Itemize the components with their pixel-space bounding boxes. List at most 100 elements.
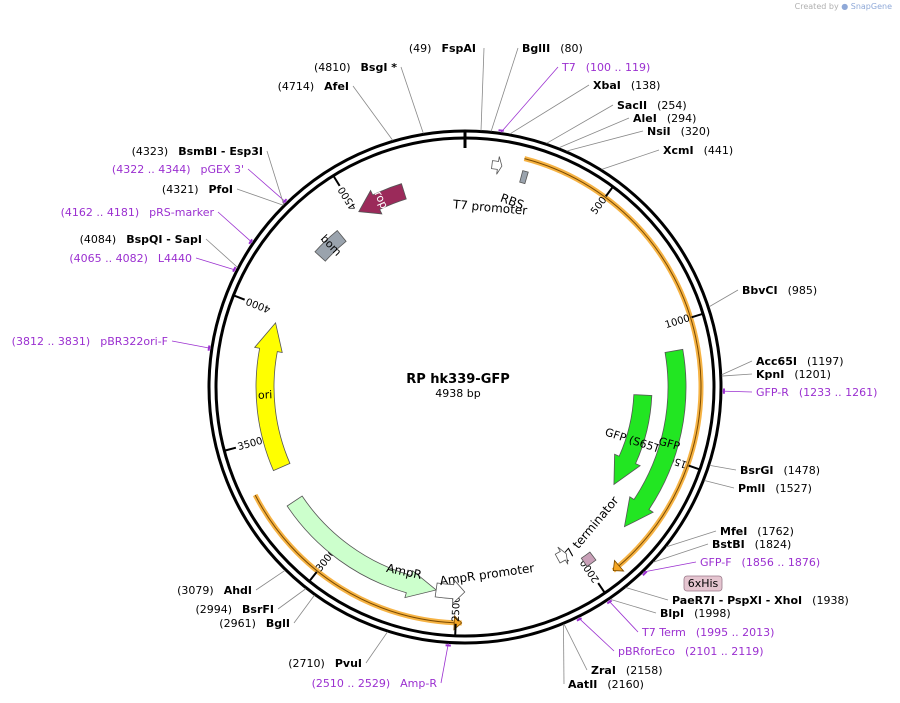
t7-primer-label-text: T7 (100 .. 119) xyxy=(561,61,650,74)
gfp-f-primer-label-text: GFP-F(1856 .. 1876) xyxy=(700,556,820,569)
pbrforeco-primer-mark xyxy=(576,617,583,622)
l4440-primer-leader xyxy=(195,257,237,271)
tick-label-3500: 3500 xyxy=(237,436,264,453)
xcmi-position: (441) xyxy=(704,144,734,157)
alei-site-label: AleI(294) xyxy=(633,112,696,125)
pgex3-primer-label-text: (4322 .. 4344)pGEX 3' xyxy=(112,163,244,176)
ahdi-position: (3079) xyxy=(177,584,214,597)
bsrfi-site-label: (2994) BsrFI xyxy=(195,603,274,616)
pbrforeco-primer-site-label: pBRforEco(2101 .. 2119) xyxy=(618,645,764,658)
aatii-leader xyxy=(563,624,565,685)
pmli-position: (1527) xyxy=(775,482,812,495)
tick-500 xyxy=(605,186,614,197)
bgli-label-text: (2961)BglI xyxy=(219,617,290,630)
site-labels: (49)FspAI BglII(80) T7 (100 .. 119) XbaI(138… xyxy=(12,42,878,691)
plasmid-length: 4938 bp xyxy=(435,387,480,400)
amp-r-primer-label-text: (2510 .. 2529)Amp-R xyxy=(312,677,438,690)
blpi-name: BlpI xyxy=(660,607,684,620)
blpi-site-label: BlpI (1998) xyxy=(660,607,731,620)
sacii-leader xyxy=(546,104,614,144)
ahdi-leader xyxy=(255,570,286,591)
ahdi-label-text: (3079)AhdI xyxy=(177,584,252,597)
bspqi-name: BspQI - SapI xyxy=(126,233,202,246)
bspqi-site-label: (4084) BspQI - SapI xyxy=(80,233,202,246)
gfp-f-primer-site-label: GFP-F(1856 .. 1876) xyxy=(700,556,820,569)
l4440-primer-label-text: (4065 .. 4082)L4440 xyxy=(69,252,192,265)
bglii-site-label: BglII(80) xyxy=(522,42,583,55)
bglii-label-text: BglII(80) xyxy=(522,42,583,55)
bsrfi-name: BsrFI xyxy=(242,603,274,616)
pfoi-site-label: (4321)PfoI xyxy=(162,183,233,196)
gfp-f-primer-mark xyxy=(642,570,648,576)
gfp-s65t-feature xyxy=(613,394,653,486)
amp-r-primer-leader xyxy=(440,643,449,684)
mfei-position: (1762) xyxy=(757,525,794,538)
fspai-label-text: (49)FspAI xyxy=(409,42,476,55)
bsmbi-label-text: (4323)BsmBI - Esp3I xyxy=(132,145,263,158)
bstbi-site-label: BstBI (1824) xyxy=(712,538,791,551)
bsrfi-position: (2994) xyxy=(195,603,232,616)
pvui-leader xyxy=(365,631,388,664)
orange-feature-arcs xyxy=(252,156,704,631)
paer7i-position: (1938) xyxy=(812,594,849,607)
bstbi-name: BstBI xyxy=(712,538,745,551)
afei-leader xyxy=(352,85,394,141)
prs-marker-primer-position: (4162 .. 4181) xyxy=(61,206,140,219)
t7-term-primer-name: T7 Term xyxy=(641,626,686,639)
t7-primer-name: T7 xyxy=(561,61,576,74)
pmli-site-label: PmlI(1527) xyxy=(738,482,812,495)
his-tag-box xyxy=(683,575,723,592)
tick-2000 xyxy=(597,582,606,593)
bsmbi-position: (4323) xyxy=(132,145,169,158)
blpi-position: (1998) xyxy=(694,607,731,620)
ampr-feature xyxy=(286,495,438,599)
pmli-label-text: PmlI(1527) xyxy=(738,482,812,495)
prs-marker-primer-label-text: (4162 .. 4181) pRS-marker xyxy=(61,206,215,219)
nsii-position: (320) xyxy=(681,125,711,138)
bsrfi-label-text: (2994) BsrFI xyxy=(195,603,274,616)
alei-leader xyxy=(558,117,630,149)
bbvci-leader xyxy=(708,289,739,308)
pvui-label-text: (2710)PvuI xyxy=(288,657,362,670)
gfp-f-primer-name: GFP-F xyxy=(700,556,732,569)
xcmi-name: XcmI xyxy=(663,144,694,157)
bgli-site-label: (2961)BglI xyxy=(219,617,290,630)
ampr-promoter-label: AmpR promoter xyxy=(439,561,535,588)
orange-arc-core-0 xyxy=(524,158,702,571)
paer7i-label-text: PaeR7I - PspXI - XhoI(1938) xyxy=(672,594,849,607)
amp-r-primer-name: Amp-R xyxy=(400,677,437,690)
acc65i-site-label: Acc65I (1197) xyxy=(756,355,844,368)
pvui-name: PvuI xyxy=(335,657,362,670)
plasmid-name: RP hk339-GFP xyxy=(406,372,510,387)
xbai-label-text: XbaI(138) xyxy=(593,79,660,92)
t7-primer-position: (100 .. 119) xyxy=(586,61,651,74)
t7-primer-mark xyxy=(498,129,504,132)
orange-arc-core-1 xyxy=(254,494,462,624)
afei-name: AfeI xyxy=(324,80,349,93)
bsrgi-label-text: BsrGI(1478) xyxy=(740,464,820,477)
bsmbi-site-label: (4323)BsmBI - Esp3I xyxy=(132,145,263,158)
l4440-primer-mark xyxy=(232,266,237,273)
orange-arc-head-0 xyxy=(612,559,625,572)
bgli-position: (2961) xyxy=(219,617,256,630)
bsgi-position: (4810) xyxy=(314,61,351,74)
sacii-label-text: SacII(254) xyxy=(617,99,687,112)
prs-marker-primer-name: pRS-marker xyxy=(149,206,214,219)
paer7i-site-label: PaeR7I - PspXI - XhoI(1938) xyxy=(672,594,849,607)
xbai-name: XbaI xyxy=(593,79,621,92)
xbai-leader xyxy=(509,84,590,135)
acc65i-position: (1197) xyxy=(807,355,844,368)
bbvci-name: BbvCI xyxy=(742,284,778,297)
bspqi-position: (4084) xyxy=(80,233,117,246)
gfp-f-primer-leader xyxy=(643,561,697,573)
pgex3-primer-site-label: (4322 .. 4344)pGEX 3' xyxy=(112,163,244,176)
pbrforeco-primer-name: pBRforEco xyxy=(618,645,675,658)
bbvci-position: (985) xyxy=(788,284,818,297)
aatii-position: (2160) xyxy=(607,678,644,691)
afei-position: (4714) xyxy=(278,80,315,93)
bstbi-position: (1824) xyxy=(755,538,792,551)
afei-label-text: (4714) AfeI xyxy=(278,80,349,93)
acc65i-name: Acc65I xyxy=(756,355,797,368)
kpni-leader xyxy=(721,373,753,377)
